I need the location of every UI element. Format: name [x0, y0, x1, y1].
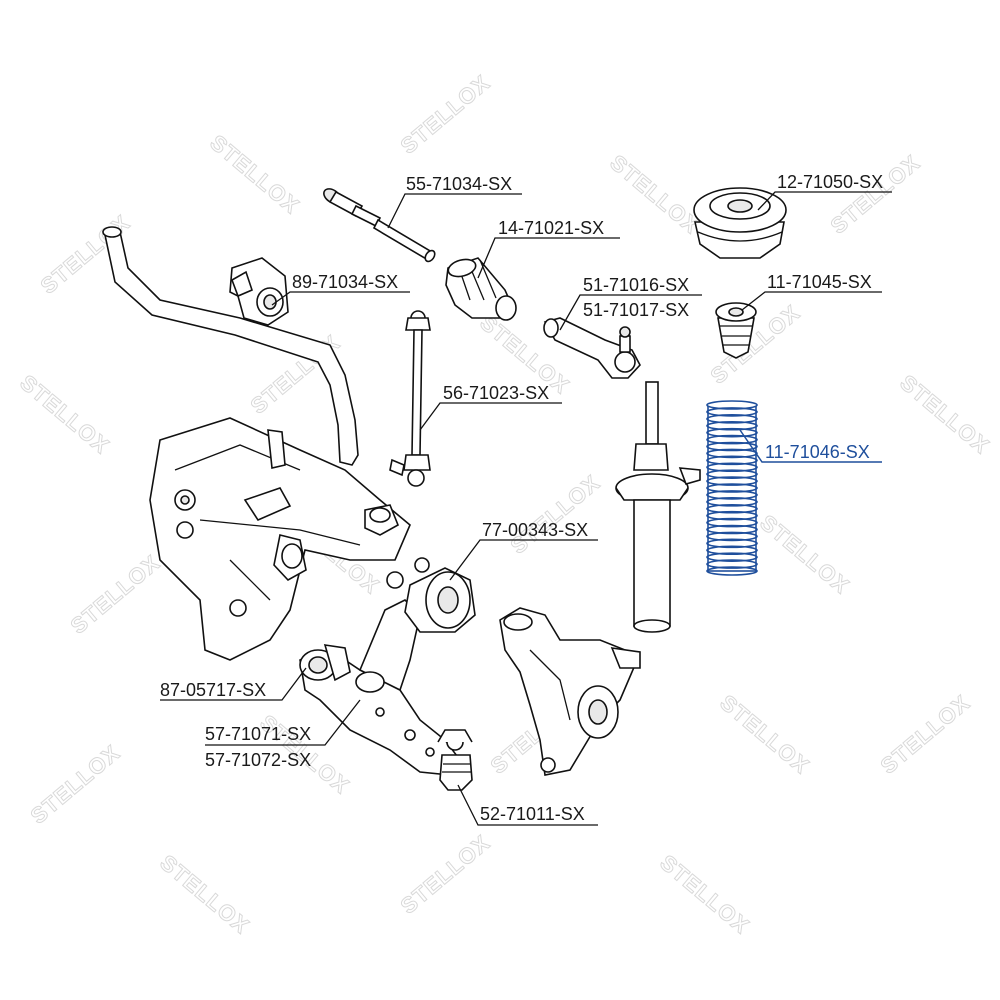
- outer-tie-rod-end: [543, 317, 641, 379]
- bellows-coil: [706, 497, 758, 507]
- label-55-71034-sx[interactable]: 55-71034-SX: [406, 174, 512, 194]
- stabilizer-bar: [102, 226, 359, 466]
- label-56-71023-sx[interactable]: 56-71023-SX: [443, 383, 549, 403]
- label-51-71016-sx[interactable]: 51-71016-SX: [583, 275, 689, 295]
- bellows-coil: [706, 427, 758, 438]
- rear-bushing: [386, 557, 476, 633]
- leader-lines: [160, 191, 892, 826]
- bellows-coil: [706, 400, 758, 410]
- bellows-coil: [706, 559, 758, 569]
- bellows-coil: [706, 434, 758, 445]
- bellows-coil: [706, 545, 758, 556]
- bellows-coil: [706, 552, 758, 562]
- label-89-71034-sx[interactable]: 89-71034-SX: [292, 272, 398, 292]
- part-labels: 55-71034-SX 14-71021-SX 89-71034-SX 51-7…: [160, 172, 883, 824]
- bellows-coil: [706, 524, 758, 535]
- bellows-coil: [706, 531, 758, 542]
- front-bushing: [299, 644, 351, 682]
- bellows-coil: [706, 414, 758, 424]
- bellows-coil: [706, 455, 758, 466]
- bellows-coil: [706, 566, 758, 576]
- bellows-coil: [706, 420, 758, 431]
- watermark-text: STELLOX: [655, 850, 754, 939]
- steering-knuckle: [499, 607, 641, 776]
- lower-control-arm: [299, 599, 461, 776]
- label-57-71071-sx[interactable]: 57-71071-SX: [205, 724, 311, 744]
- bellows-coil: [706, 462, 758, 473]
- watermark-text: STELLOX: [155, 850, 254, 939]
- steering-rack-boot: [445, 257, 517, 321]
- label-87-05717-sx[interactable]: 87-05717-SX: [160, 680, 266, 700]
- bellows-coil: [706, 476, 758, 486]
- stabilizer-bushing: [229, 257, 289, 326]
- strut-top-mount: [693, 187, 787, 259]
- watermark-text: STELLOX: [715, 690, 814, 779]
- label-11-71046-sx[interactable]: 11-71046-SX: [765, 442, 870, 462]
- label-52-71011-sx[interactable]: 52-71011-SX: [480, 804, 585, 824]
- label-12-71050-sx[interactable]: 12-71050-SX: [777, 172, 883, 192]
- watermark-text: STELLOX: [396, 70, 495, 159]
- stabilizer-link: [389, 310, 431, 487]
- label-51-71017-sx[interactable]: 51-71017-SX: [583, 300, 689, 320]
- label-57-71072-sx[interactable]: 57-71072-SX: [205, 750, 311, 770]
- watermark-text: STELLOX: [895, 370, 994, 459]
- shock-absorber: [615, 381, 701, 633]
- bellows-coil: [706, 483, 758, 493]
- watermark-text: STELLOX: [755, 510, 854, 599]
- inner-tie-rod: [323, 188, 436, 263]
- bellows-coil: [706, 441, 758, 452]
- dust-boot-bellows: [706, 400, 758, 576]
- label-77-00343-sx[interactable]: 77-00343-SX: [482, 520, 588, 540]
- watermark-text: STELLOX: [876, 690, 975, 779]
- bellows-coil: [706, 510, 758, 521]
- label-11-71045-sx[interactable]: 11-71045-SX: [767, 272, 872, 292]
- bellows-coil: [706, 407, 758, 417]
- watermark-text: STELLOX: [26, 740, 125, 829]
- watermark-text: STELLOX: [15, 370, 114, 459]
- watermark-text: STELLOX: [66, 550, 165, 639]
- watermark-text: STELLOX: [826, 150, 925, 239]
- label-14-71021-sx[interactable]: 14-71021-SX: [498, 218, 604, 238]
- bellows-coil: [706, 490, 758, 500]
- bellows-coil: [706, 517, 758, 528]
- watermark-text: STELLOX: [506, 470, 605, 559]
- watermark-text: STELLOX: [205, 130, 304, 219]
- bellows-coil: [706, 469, 758, 479]
- bellows-coil: [706, 538, 758, 549]
- watermark-text: STELLOX: [396, 830, 495, 919]
- ball-joint: [437, 729, 473, 791]
- bellows-coil: [706, 503, 758, 514]
- subframe: [149, 417, 411, 661]
- watermark-text: STELLOX: [605, 150, 704, 239]
